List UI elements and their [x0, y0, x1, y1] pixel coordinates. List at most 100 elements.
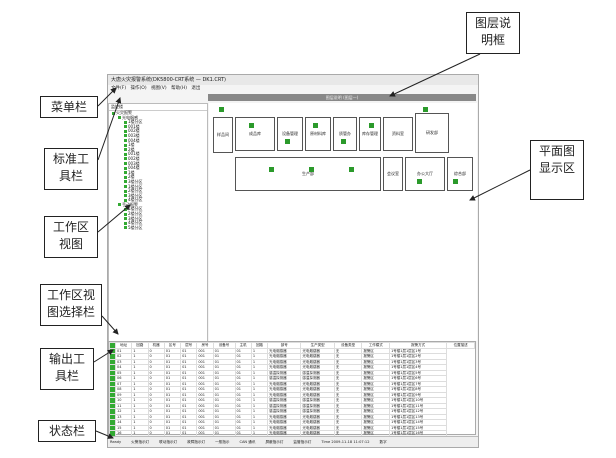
tree-node[interactable]: 002楼 — [109, 156, 207, 162]
device-marker[interactable] — [219, 107, 224, 112]
menu-operate[interactable]: 操作(O) — [130, 86, 147, 91]
menu-view[interactable]: 视图(V) — [151, 86, 167, 91]
tree-node-icon — [124, 166, 127, 170]
menu-bar: 文件(F) 操作(O) 视图(V) 帮助(H) 退出 — [108, 85, 478, 93]
plan-room[interactable]: 资料室 — [383, 117, 413, 151]
tree-node-icon — [124, 189, 127, 193]
column-header[interactable]: 设备类型 — [333, 342, 363, 349]
table-cell: 001 — [196, 397, 214, 404]
tree-node[interactable]: 2楼 — [109, 147, 207, 153]
tree-node[interactable]: 002楼 — [109, 129, 207, 134]
plan-room[interactable]: 生产部 — [235, 157, 381, 191]
table-cell: 1号楼1层1层区2号 — [389, 353, 448, 360]
device-marker[interactable] — [309, 167, 314, 172]
device-marker[interactable] — [313, 123, 318, 128]
tree-node-label: 2楼分区 — [128, 188, 143, 194]
device-marker[interactable] — [269, 167, 274, 172]
status-item: Ready — [110, 440, 122, 444]
table-cell: 光电烟感器 — [267, 347, 302, 354]
tree-node[interactable]: 1楼分区 — [109, 119, 207, 125]
tree-node-icon — [124, 226, 127, 230]
plan-room[interactable]: 会议室 — [383, 157, 403, 191]
column-header[interactable]: 部号 — [267, 342, 302, 349]
tree-node[interactable]: 001楼 — [109, 152, 207, 157]
tree-node[interactable]: 4楼分区 — [109, 197, 207, 203]
tree-node[interactable]: 2楼 — [109, 175, 207, 180]
device-marker[interactable] — [285, 139, 290, 144]
tree-node[interactable]: 3楼分区 — [109, 178, 207, 185]
floor-plan-area[interactable]: 样品间 成品库 设备管理 原材料库 质管办 库存管理 资料室 研发部 生产部 会… — [209, 103, 477, 221]
table-cell: 1号楼1层1层区5号 — [389, 369, 448, 376]
tree-node[interactable]: 004楼 — [109, 165, 207, 171]
tree-node[interactable]: 5楼分区 — [109, 225, 207, 231]
column-header[interactable]: 回路 — [250, 342, 269, 349]
device-marker[interactable] — [417, 179, 422, 184]
table-cell: 无 — [333, 424, 363, 431]
tree-node[interactable]: 003楼 — [109, 133, 207, 139]
tree-node[interactable]: 1楼分区 — [109, 184, 207, 190]
tree-node[interactable]: 3楼分区 — [109, 193, 207, 199]
plan-room[interactable]: 研发部 — [415, 113, 449, 153]
tree-node-icon — [124, 171, 127, 175]
device-marker[interactable] — [349, 167, 354, 172]
column-header[interactable]: 生产类型 — [300, 342, 335, 349]
tree-node-icon — [124, 217, 127, 221]
table-cell: 无 — [333, 386, 363, 393]
plan-room[interactable]: 质管办 — [333, 117, 357, 151]
table-cell: 1号楼1层1层区13号 — [389, 413, 448, 420]
tree-node-label: 3楼分区 — [128, 178, 143, 184]
device-marker[interactable] — [341, 139, 346, 144]
tree-node[interactable]: 2楼分区 — [109, 188, 207, 194]
table-cell: 光电烟感器 — [300, 358, 335, 365]
plan-room[interactable]: 库存管理 — [359, 117, 381, 151]
output-panel: 地址回路机器区号层号房号设备号主机回路部号生产类型设备类型工作模式报警方式位置描… — [108, 341, 476, 437]
column-header[interactable]: 房号 — [196, 342, 214, 349]
tree-node-label: 001楼 — [128, 123, 140, 129]
table-cell: 无 — [333, 358, 363, 365]
tree-node-icon — [124, 120, 127, 124]
device-marker[interactable] — [423, 107, 428, 112]
device-marker[interactable] — [369, 123, 374, 128]
tree-node-icon — [124, 207, 127, 211]
tree-node[interactable]: 003楼 — [109, 161, 207, 167]
column-header[interactable]: 位置描述 — [446, 342, 475, 349]
callout-workspace-tabs: 工作区视图选择栏 — [40, 284, 102, 326]
menu-help[interactable]: 帮助(H) — [171, 86, 187, 91]
table-cell: 无 — [333, 397, 363, 404]
plan-room[interactable]: 成品库 — [235, 117, 275, 151]
plan-room[interactable]: 样品间 — [213, 117, 233, 153]
plan-room[interactable]: 设备管理 — [277, 117, 303, 151]
tree-node[interactable]: 001楼 — [109, 123, 207, 130]
plan-room[interactable]: 原材料库 — [305, 117, 331, 151]
tree-node[interactable]: 1楼 — [109, 170, 207, 176]
menu-exit[interactable]: 退出 — [191, 86, 201, 91]
table-cell: 001 — [196, 369, 214, 376]
device-marker[interactable] — [249, 123, 254, 128]
menu-file[interactable]: 文件(F) — [111, 86, 127, 91]
table-cell: 无 — [333, 430, 363, 437]
table-cell: 感温探测器 — [267, 402, 302, 409]
plan-room[interactable]: 办公大厅 — [405, 157, 445, 191]
column-header[interactable]: 报警方式 — [389, 342, 448, 349]
tree-node[interactable]: 004楼 — [109, 138, 207, 144]
tree-node[interactable]: 1楼 — [109, 142, 207, 148]
device-marker[interactable] — [453, 179, 458, 184]
plan-room[interactable]: 综合部 — [447, 157, 473, 191]
